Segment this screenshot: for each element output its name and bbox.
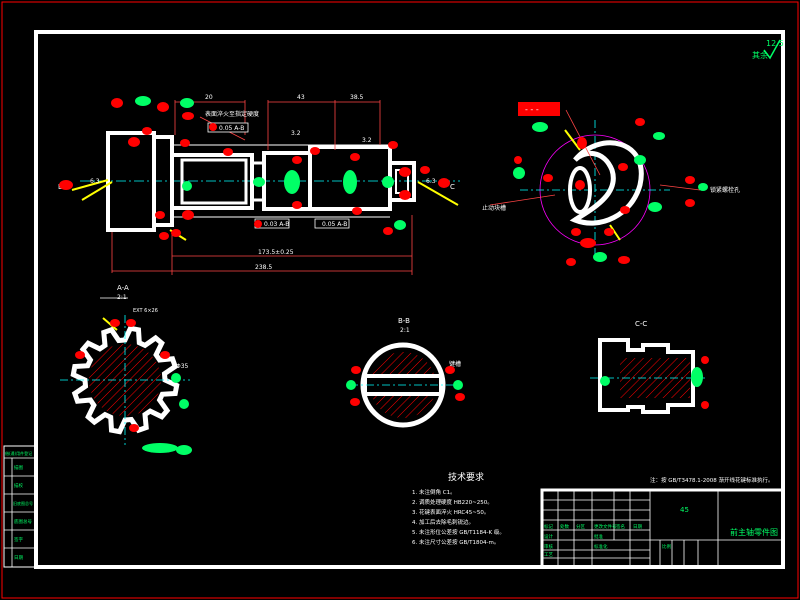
main-note: 表面淬火至指定硬度 xyxy=(205,110,259,118)
dim-bottom-2: 238.5 xyxy=(255,264,272,271)
side-slot xyxy=(568,166,592,214)
tolerance-frame-1: 0.05 A-B xyxy=(207,122,249,133)
aa-yellow-leader xyxy=(102,317,118,331)
technical-requirements: 技术要求 1. 未注倒角 C1。 2. 调质处理硬度 HB220~250。 3.… xyxy=(412,471,505,546)
tech-req-heading: 技术要求 xyxy=(448,471,484,483)
standard-note: 注：按 GB/T3478.1-2008 渐开线花键标准执行。 xyxy=(650,476,773,484)
tech-req-item: 3. 花键表面淬火 HRC45~50。 xyxy=(412,508,489,516)
side-red-label-text: - - - xyxy=(525,105,539,114)
title-block-frame xyxy=(540,488,785,569)
bottom-dimensions xyxy=(111,215,413,275)
title-block-grid xyxy=(542,490,783,567)
left-table-cell: 描校 xyxy=(14,482,23,489)
cc-outline xyxy=(598,338,695,414)
side-red-label-box xyxy=(518,102,560,116)
callout-mid-2: 3.2 xyxy=(362,137,372,144)
callout-left: 6.3 xyxy=(90,178,100,185)
tb-cell: 分区 xyxy=(576,523,585,530)
left-table-cell: 底图总号 xyxy=(14,518,32,525)
roughness-value: 12.5 xyxy=(766,39,784,48)
roughness-symbol-icon xyxy=(763,39,781,60)
roughness-other-text: 其余 xyxy=(752,50,768,60)
left-table-frame xyxy=(3,445,37,568)
tech-req-item: 6. 未注尺寸公差按 GB/T1804-m。 xyxy=(412,538,499,546)
tech-req-item: 1. 未注倒角 C1。 xyxy=(412,488,456,496)
side-yellow-leader-1 xyxy=(564,129,581,151)
drawing-title: 前主轴零件图 xyxy=(730,527,778,537)
tolerance-label-3: 0.05 A-B xyxy=(322,221,347,228)
tolerance-label-2: 0.03 A-B xyxy=(264,221,289,228)
aa-scale: 2:1 xyxy=(117,294,127,301)
tb-cell: 日期 xyxy=(633,524,642,530)
side-view: - - - 止动块槽 锁紧螺栓孔 xyxy=(482,102,740,266)
main-shaft-view: 20 43 38.5 173.5±0.25 238.5 表面淬火至指定硬度 0.… xyxy=(58,94,460,275)
tb-cell: 审核 xyxy=(544,543,553,550)
bb-title: B-B xyxy=(398,317,410,325)
top-dimensions xyxy=(174,100,381,150)
center-label-c: C xyxy=(450,183,455,191)
dim-top-3: 38.5 xyxy=(350,94,364,101)
side-cam-profile xyxy=(569,140,644,226)
cc-title: C-C xyxy=(635,320,647,328)
tech-req-item: 5. 未注形位公差按 GB/T1184-K 级。 xyxy=(412,528,505,536)
left-table-grid xyxy=(4,457,36,567)
tech-req-item: 4. 加工后去除毛刺锐边。 xyxy=(412,518,474,526)
tb-cell: 更改文件号 xyxy=(594,523,617,530)
material-text: 45 xyxy=(680,506,689,514)
tb-cell: 设计 xyxy=(544,533,553,540)
tb-cell: 签名 xyxy=(616,523,625,530)
side-yellow-leader-2 xyxy=(609,224,621,241)
tb-cell: 标记 xyxy=(544,523,553,530)
tb-cell: 工艺 xyxy=(544,552,553,558)
shaft-section-1 xyxy=(170,153,254,210)
main-annotation-blobs xyxy=(59,96,450,240)
aa-title: A-A xyxy=(117,284,129,292)
dim-bottom-1: 173.5±0.25 xyxy=(258,249,294,256)
cc-annotation-blobs xyxy=(600,356,709,409)
tb-cell: 比例 xyxy=(662,543,671,550)
section-bb-view: B-B 2:1 键槽 xyxy=(346,317,465,428)
tb-cell: 处数 xyxy=(560,523,569,530)
dim-top-2: 43 xyxy=(297,94,305,101)
aa-spec: EXT 6×26 xyxy=(133,308,158,314)
tb-cell: 标准化 xyxy=(594,543,608,550)
section-cc-view: C-C xyxy=(590,320,709,414)
side-label-left: 止动块槽 xyxy=(482,204,506,212)
left-table-cell: 日期 xyxy=(14,555,23,561)
bb-annotation-blobs xyxy=(346,366,465,406)
aa-dim: Φ35 xyxy=(176,363,189,370)
aa-spline-profile xyxy=(70,325,180,435)
bb-label: 键槽 xyxy=(449,360,461,368)
left-table-cell: 描图 xyxy=(14,464,23,471)
left-table-cell: 签字 xyxy=(14,536,23,543)
left-table-cell: 借(通)用件登记 xyxy=(5,450,32,456)
shaft-flange xyxy=(106,131,156,232)
tech-req-item: 2. 调质处理硬度 HB220~250。 xyxy=(412,498,493,506)
dim-top-1: 20 xyxy=(205,94,213,101)
left-side-table: 借(通)用件登记 描图 描校 旧底图总号 底图总号 签字 日期 xyxy=(3,445,37,568)
section-aa-view: A-A 2:1 EXT 6×26 Φ35 xyxy=(60,284,192,455)
side-label-right: 锁紧螺栓孔 xyxy=(710,186,740,194)
left-table-cell: 旧底图总号 xyxy=(13,500,33,506)
side-annotation-blobs xyxy=(513,118,708,266)
aa-annotation-blobs xyxy=(75,319,192,455)
drawing-frame xyxy=(34,30,785,569)
tolerance-frame-3: 0.05 A-B xyxy=(314,218,350,229)
shaft-section-1-inner xyxy=(180,158,248,205)
title-block: 45 前主轴零件图 标记 处数 分区 更改文件号 签名 日期 设计 审核 工艺 … xyxy=(540,488,785,569)
bb-scale: 2:1 xyxy=(400,327,410,334)
tb-cell: 批准 xyxy=(594,533,603,540)
callout-right: 6.3 xyxy=(426,178,436,185)
callout-mid: 3.2 xyxy=(291,130,301,137)
roughness-note: 其余 12.5 xyxy=(752,39,784,60)
tolerance-label-1: 0.05 A-B xyxy=(219,125,244,132)
